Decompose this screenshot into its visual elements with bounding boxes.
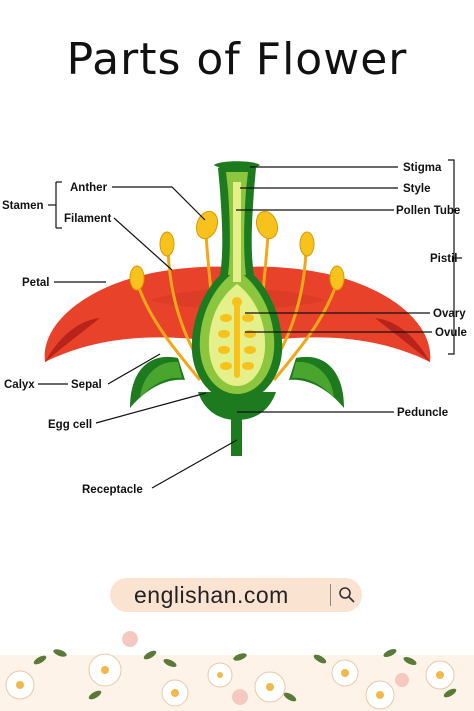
website-url: englishan.com (134, 582, 289, 608)
label-filament: Filament (64, 213, 111, 225)
search-icon[interactable] (338, 586, 356, 604)
leader-lines (38, 159, 462, 489)
label-pollen-tube: Pollen Tube (396, 205, 460, 217)
label-sepal: Sepal (71, 379, 102, 391)
pink-buds (122, 631, 409, 705)
website-search-bar[interactable]: englishan.com (110, 578, 362, 612)
label-peduncle: Peduncle (397, 407, 448, 419)
flower-centers (16, 666, 444, 699)
vine-leaves (33, 648, 457, 702)
label-stigma: Stigma (403, 162, 442, 174)
floral-border (0, 631, 474, 711)
label-stamen: Stamen (2, 200, 44, 212)
search-divider (330, 584, 331, 606)
left-petal (44, 266, 239, 362)
label-ovule: Ovule (435, 327, 467, 339)
stigma (214, 161, 260, 169)
right-sepal-light (292, 361, 334, 398)
label-anther: Anther (70, 182, 108, 194)
anthers (129, 210, 345, 291)
ovules (218, 297, 256, 378)
receptacle-stalk (231, 418, 242, 456)
label-egg-cell: Egg cell (48, 419, 92, 431)
label-petal: Petal (22, 277, 50, 289)
label-receptacle: Receptacle (82, 484, 143, 496)
peduncle-base (198, 392, 276, 420)
page-title: Parts of Flower (66, 34, 408, 85)
label-calyx: Calyx (4, 379, 35, 391)
label-pistil: Pistil (430, 253, 457, 265)
label-ovary: Ovary (433, 308, 466, 320)
label-style: Style (403, 183, 431, 195)
pollen-tube (233, 182, 241, 282)
left-sepal-light (140, 361, 182, 398)
